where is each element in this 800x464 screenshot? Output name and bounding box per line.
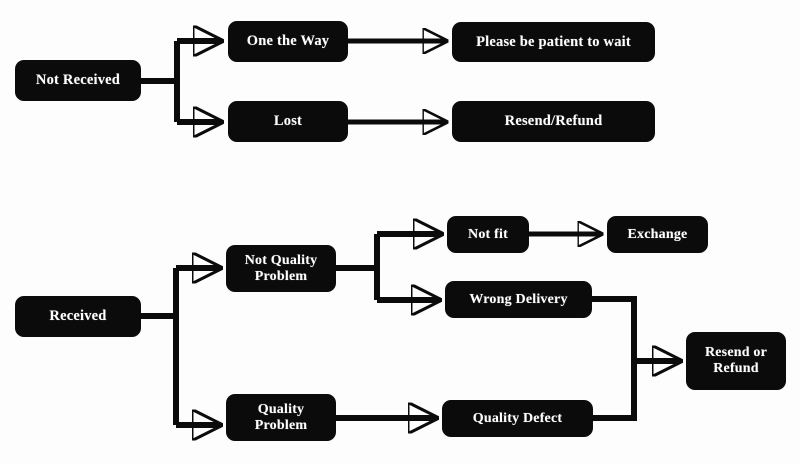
node-resend-or-refund[interactable]: Resend or Refund <box>686 332 786 390</box>
edge-quality-defect-to-merge <box>593 361 637 421</box>
node-not-quality-problem-line2: Problem <box>254 268 308 284</box>
node-quality-problem[interactable]: Quality Problem <box>226 394 336 441</box>
node-not-received[interactable]: Not Received <box>15 60 141 101</box>
node-resend-refund[interactable]: Resend/Refund <box>452 101 655 142</box>
node-resend-or-refund-line2: Refund <box>713 361 759 376</box>
node-wrong-delivery[interactable]: Wrong Delivery <box>445 281 592 318</box>
node-not-quality-problem-line1: Not Quality <box>244 252 318 268</box>
node-lost[interactable]: Lost <box>228 101 348 142</box>
node-quality-problem-line2: Problem <box>254 417 308 433</box>
node-not-fit[interactable]: Not fit <box>447 216 529 253</box>
node-one-the-way[interactable]: One the Way <box>228 21 348 62</box>
edge-wrong-delivery-to-merge <box>592 296 637 361</box>
node-not-quality-problem[interactable]: Not Quality Problem <box>226 245 336 292</box>
node-received[interactable]: Received <box>15 296 141 337</box>
node-quality-problem-line1: Quality <box>257 401 305 417</box>
node-resend-or-refund-line1: Resend or <box>704 345 768 361</box>
node-exchange[interactable]: Exchange <box>607 216 708 253</box>
node-please-be-patient-to-wait[interactable]: Please be patient to wait <box>452 22 655 62</box>
node-quality-defect[interactable]: Quality Defect <box>442 400 593 437</box>
